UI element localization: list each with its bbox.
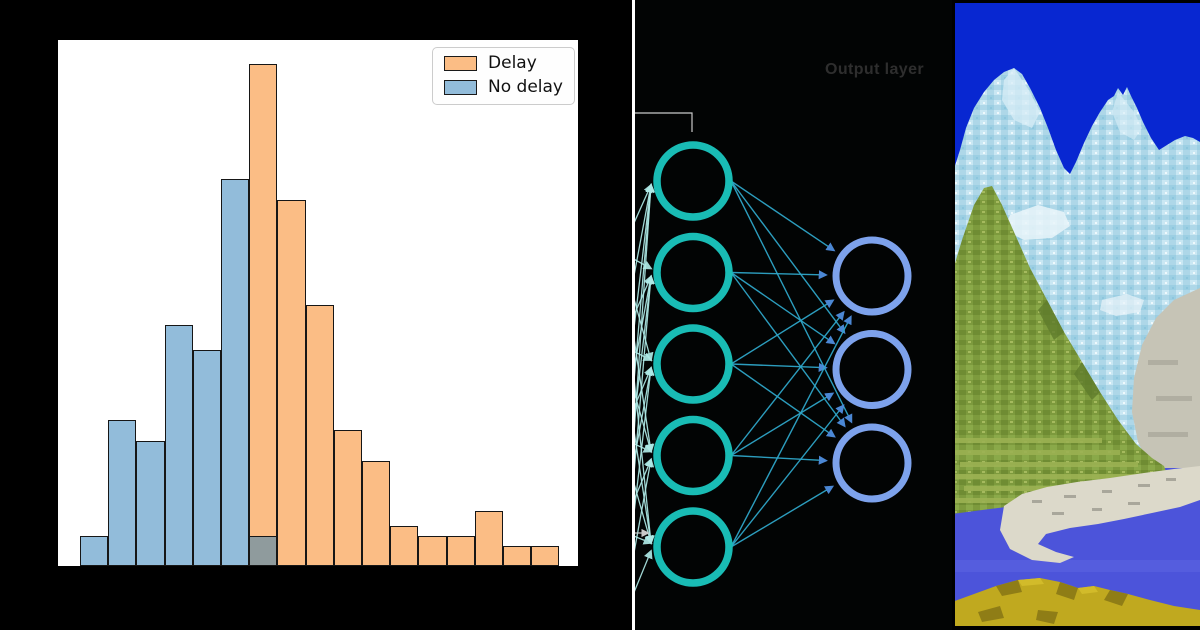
delay-color-swatch: [444, 56, 478, 71]
border-top: [952, 0, 1200, 3]
hidden-node: [653, 415, 733, 496]
ice-highlight-2: [1112, 92, 1142, 140]
histogram-bar: [108, 420, 137, 566]
shore-marks: [1032, 478, 1176, 515]
histogram-bar: [305, 305, 334, 566]
hidden-node: [653, 507, 733, 587]
connection-line: [730, 180, 846, 335]
green-shadow-facet: [1074, 362, 1100, 400]
histogram-bar: [474, 511, 503, 566]
histogram-bar: [362, 461, 391, 566]
histogram-bar: [249, 536, 278, 566]
histogram-panel: Delay No delay: [58, 40, 578, 566]
connection-line: [730, 485, 835, 548]
neural-network-diagram: [635, 112, 912, 592]
histogram-bar: [531, 546, 560, 566]
output-node: [832, 423, 912, 503]
voxel-landscape-panel: [952, 0, 1200, 630]
rock-outcrop: [1132, 288, 1200, 478]
green-mountain: [952, 186, 1167, 514]
cloud-patch: [1004, 205, 1070, 240]
input-arrow: [635, 366, 655, 511]
connection-line: [730, 315, 852, 548]
histogram-bar: [221, 179, 250, 566]
connection-line: [730, 363, 836, 438]
legend-item-no-delay: No delay: [444, 79, 563, 96]
connection-line: [730, 299, 835, 365]
connection-line: [730, 310, 845, 456]
border-bottom: [952, 626, 1200, 630]
histogram-bar: [164, 325, 193, 566]
connection-line: [730, 270, 828, 280]
input-arrow: [635, 183, 656, 429]
histogram-bar: [390, 526, 419, 566]
connection-line: [730, 362, 828, 372]
output-layer-label: Output layer: [825, 61, 925, 78]
connection-line: [730, 454, 828, 465]
histogram-legend: Delay No delay: [432, 47, 575, 105]
input-arrow: [635, 183, 653, 223]
input-arrow: [635, 535, 653, 545]
input-arrow: [635, 457, 655, 551]
rock-shadow: [1148, 360, 1178, 365]
border-left: [952, 0, 955, 630]
legend-label-no-delay: No delay: [488, 77, 563, 97]
input-arrow: [635, 183, 655, 326]
input-arrow: [635, 549, 653, 592]
histogram-bar: [136, 441, 165, 566]
panel-divider: [632, 0, 635, 630]
connection-line: [730, 180, 853, 424]
green-shadow-facet: [1038, 300, 1064, 340]
connection-line: [730, 180, 836, 252]
cloud-patch-2: [1100, 294, 1144, 316]
input-arrow: [635, 274, 655, 470]
rock-shadow: [1156, 396, 1192, 401]
voxel-landscape: [952, 0, 1200, 630]
histogram-bar: [192, 350, 221, 566]
legend-label-delay: Delay: [488, 53, 537, 73]
histogram-bar: [446, 536, 475, 566]
histogram-bar: [249, 64, 278, 566]
histogram-bar: [80, 536, 109, 566]
no-delay-color-swatch: [444, 80, 478, 95]
legend-item-delay: Delay: [444, 55, 563, 72]
rock-shadow: [1148, 432, 1188, 437]
connection-line: [730, 392, 835, 457]
hidden-node: [653, 232, 733, 313]
histogram-bar: [503, 546, 532, 566]
histogram-bar: [418, 536, 447, 566]
histogram-plot: Delay No delay: [58, 40, 578, 566]
hidden-node: [653, 324, 733, 404]
connection-line: [730, 404, 845, 548]
shoreline: [1000, 466, 1200, 563]
histogram-bar: [333, 430, 362, 566]
connection-line: [730, 271, 836, 345]
ice-highlight: [1002, 68, 1040, 128]
hidden-node: [653, 141, 733, 221]
output-node: [832, 330, 912, 409]
water-highlight: [952, 560, 1200, 572]
output-node: [832, 236, 912, 316]
input-arrow: [635, 183, 655, 274]
histogram-bar: [277, 200, 306, 566]
histogram-bars: [58, 40, 578, 566]
input-arrow: [635, 183, 655, 378]
hidden-layer-bracket: [635, 112, 693, 132]
neural-network-panel: Output layer: [635, 0, 952, 630]
sand-facets: [978, 578, 1128, 624]
